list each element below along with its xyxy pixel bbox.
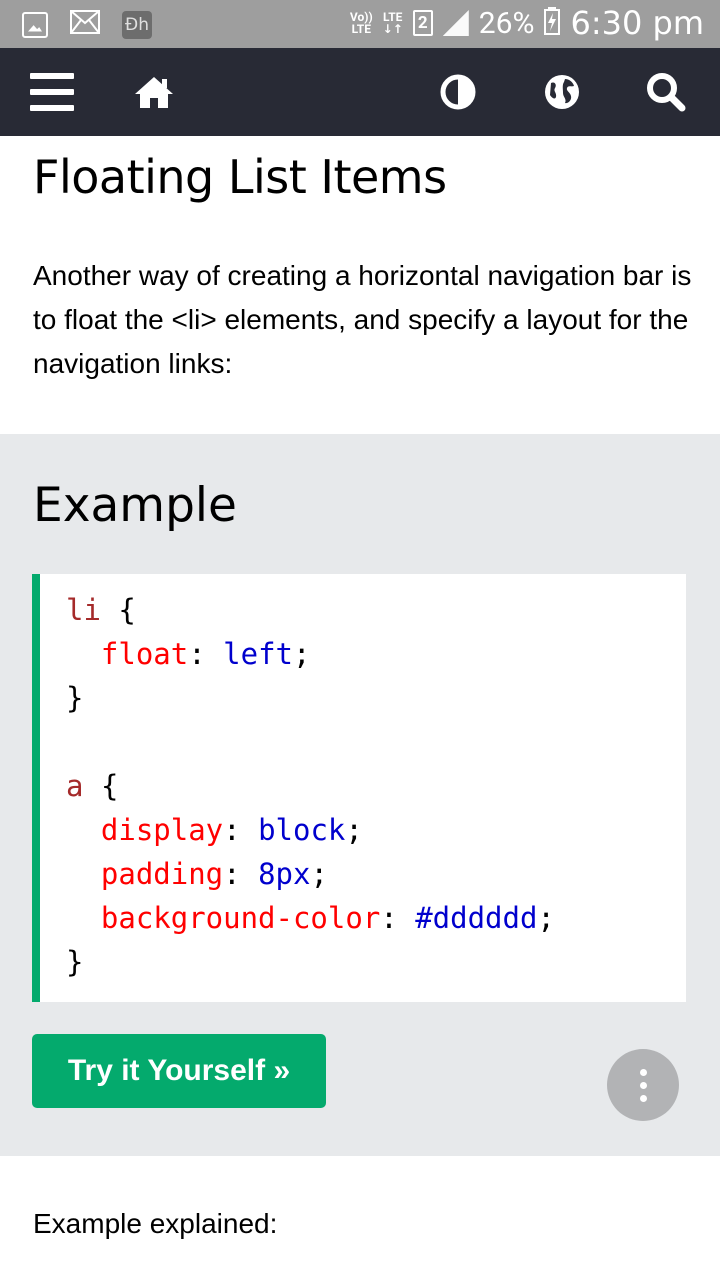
dot-icon xyxy=(639,1068,647,1076)
code-property: padding xyxy=(100,857,224,891)
code-block: li { float: left; } a { display: block; … xyxy=(32,574,686,1002)
page-title: Floating List Items xyxy=(33,150,447,204)
dot-icon xyxy=(639,1081,647,1089)
signal-strength-icon xyxy=(442,10,469,36)
lte-indicator: LTE ↓↑ xyxy=(382,10,403,36)
hamburger-menu-icon[interactable] xyxy=(28,68,76,116)
code-brace: { xyxy=(100,769,119,803)
try-it-yourself-button[interactable]: Try it Yourself » xyxy=(32,1034,326,1108)
home-icon[interactable] xyxy=(130,68,178,116)
more-options-button[interactable] xyxy=(607,1049,679,1121)
volte-indicator: Vo)) LTE xyxy=(349,10,373,36)
notification-icons: Ðh xyxy=(22,10,152,39)
code-value: 8px xyxy=(258,857,311,891)
search-icon[interactable] xyxy=(642,68,690,116)
app-notification-icon: Ðh xyxy=(122,10,152,39)
example-heading: Example xyxy=(33,478,237,533)
intro-paragraph: Another way of creating a horizontal nav… xyxy=(33,260,692,379)
example-section: Example li { float: left; } a { display:… xyxy=(0,434,720,1156)
battery-percent: 26% xyxy=(478,5,535,41)
code-text: li { float: left; } a { display: block; … xyxy=(66,593,555,979)
code-selector: li xyxy=(66,593,101,627)
example-explained-text: Example explained: xyxy=(33,1208,278,1239)
code-property: background-color xyxy=(100,901,381,935)
code-property: display xyxy=(100,813,224,847)
sim-slot-icon: 2 xyxy=(412,10,433,36)
globe-icon[interactable] xyxy=(538,68,586,116)
code-property: float xyxy=(100,637,189,671)
top-navigation-bar xyxy=(0,48,720,136)
code-selector: a xyxy=(66,769,84,803)
gallery-notification-icon xyxy=(22,11,48,38)
code-value: block xyxy=(258,813,346,847)
code-value: #dddddd xyxy=(415,901,538,935)
dot-icon xyxy=(639,1094,647,1102)
code-brace: } xyxy=(66,681,84,715)
contrast-icon[interactable] xyxy=(434,68,482,116)
status-bar: Ðh Vo)) LTE LTE ↓↑ 2 26% 6:30 pm xyxy=(0,0,720,48)
clock: 6:30 pm xyxy=(570,4,704,42)
mail-notification-icon xyxy=(70,10,100,39)
code-brace: { xyxy=(118,593,136,627)
battery-charging-icon xyxy=(544,7,561,39)
code-value: left xyxy=(223,637,293,671)
code-brace: } xyxy=(66,945,84,979)
